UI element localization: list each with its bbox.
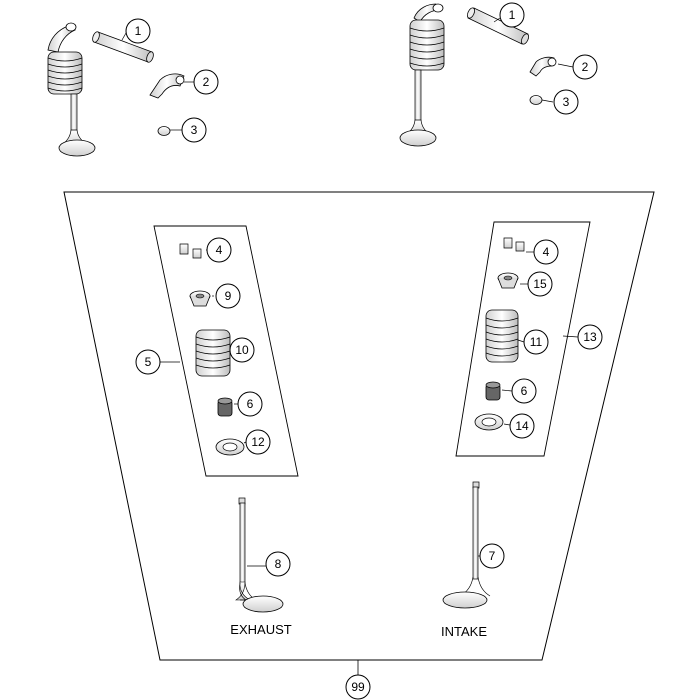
- exhaust-label: EXHAUST: [230, 622, 291, 637]
- intake-valve: 7: [442, 481, 505, 609]
- rocker-arm-right: [413, 3, 444, 23]
- callout-5[interactable]: 5: [135, 349, 161, 375]
- svg-text:5: 5: [145, 355, 152, 369]
- svg-text:6: 6: [521, 384, 528, 398]
- callout-15[interactable]: 15: [527, 271, 553, 297]
- valve-keepers-intake: [503, 237, 525, 252]
- valve-spring-exhaust: [195, 329, 231, 377]
- spring-seat-exhaust: [215, 438, 245, 456]
- exhaust-subkit-frame: [153, 225, 299, 477]
- svg-text:13: 13: [583, 330, 597, 344]
- intake-label: INTAKE: [441, 624, 487, 639]
- svg-text:12: 12: [251, 435, 265, 449]
- valve-kit-frame: [63, 191, 655, 661]
- callout-9[interactable]: 9: [215, 283, 241, 309]
- valve-keepers-exhaust: [179, 243, 202, 259]
- valve-cap-right: [529, 95, 543, 105]
- svg-text:14: 14: [515, 419, 529, 433]
- svg-text:3: 3: [191, 123, 198, 137]
- svg-text:1: 1: [135, 24, 142, 38]
- svg-text:2: 2: [582, 60, 589, 74]
- svg-text:8: 8: [275, 557, 282, 571]
- svg-text:1: 1: [509, 8, 516, 22]
- callout-1-right[interactable]: 1: [499, 2, 525, 28]
- svg-text:9: 9: [225, 289, 232, 303]
- callout-2-left[interactable]: 2: [193, 69, 219, 95]
- exhaust-valve: 8: [235, 497, 291, 613]
- svg-text:11: 11: [530, 335, 543, 349]
- callout-4-intake[interactable]: 4: [533, 239, 559, 265]
- callout-2-right[interactable]: 2: [572, 54, 598, 80]
- rocker-shaft-left: [92, 31, 154, 63]
- rocker-shaft-right: [467, 7, 529, 45]
- svg-text:10: 10: [235, 343, 249, 357]
- callout-8[interactable]: 8: [265, 551, 291, 577]
- valve-cap-left: [157, 126, 171, 136]
- valve-right: [399, 69, 437, 147]
- callout-3-left[interactable]: 3: [181, 117, 207, 143]
- svg-text:3: 3: [563, 95, 570, 109]
- svg-text:15: 15: [533, 277, 547, 291]
- callout-6-intake[interactable]: 6: [511, 378, 537, 404]
- top-left-assembly: 1 2 3: [47, 18, 219, 157]
- valve-spring-left: [47, 51, 83, 95]
- rocker-arm-left: [47, 22, 77, 53]
- callout-1-left[interactable]: 1: [125, 18, 151, 44]
- svg-text:7: 7: [489, 549, 496, 563]
- exhaust-subkit: 4 9 10 5 6 12: [135, 225, 299, 477]
- callout-11[interactable]: 11: [523, 329, 549, 355]
- svg-text:4: 4: [216, 243, 223, 257]
- callout-12[interactable]: 12: [245, 429, 271, 455]
- callout-7[interactable]: 7: [479, 543, 505, 569]
- callout-4-exhaust[interactable]: 4: [206, 237, 232, 263]
- valve-left: [58, 93, 96, 157]
- callout-3-right[interactable]: 3: [553, 89, 579, 115]
- callout-10[interactable]: 10: [229, 337, 255, 363]
- intake-subkit-frame: [455, 221, 591, 457]
- spring-seat-intake: [474, 413, 504, 431]
- rocker-follower-right: [529, 56, 557, 77]
- svg-text:4: 4: [543, 245, 550, 259]
- intake-subkit: 4 15 11 13 6 14: [455, 221, 603, 457]
- callout-14[interactable]: 14: [509, 413, 535, 439]
- svg-text:6: 6: [247, 397, 254, 411]
- valve-spring-intake: [485, 309, 519, 363]
- callout-13[interactable]: 13: [577, 324, 603, 350]
- svg-text:99: 99: [351, 680, 365, 694]
- callout-6-exhaust[interactable]: 6: [237, 391, 263, 417]
- rocker-follower-left: [149, 73, 185, 99]
- stem-seal-exhaust: [217, 397, 233, 417]
- svg-text:2: 2: [203, 75, 210, 89]
- valve-spring-right: [409, 19, 445, 71]
- top-right-assembly: 1 2 3: [399, 2, 598, 147]
- callout-99[interactable]: 99: [345, 674, 371, 700]
- stem-seal-intake: [485, 381, 501, 401]
- spring-retainer-exhaust: [189, 290, 211, 307]
- spring-retainer-intake: [497, 272, 519, 289]
